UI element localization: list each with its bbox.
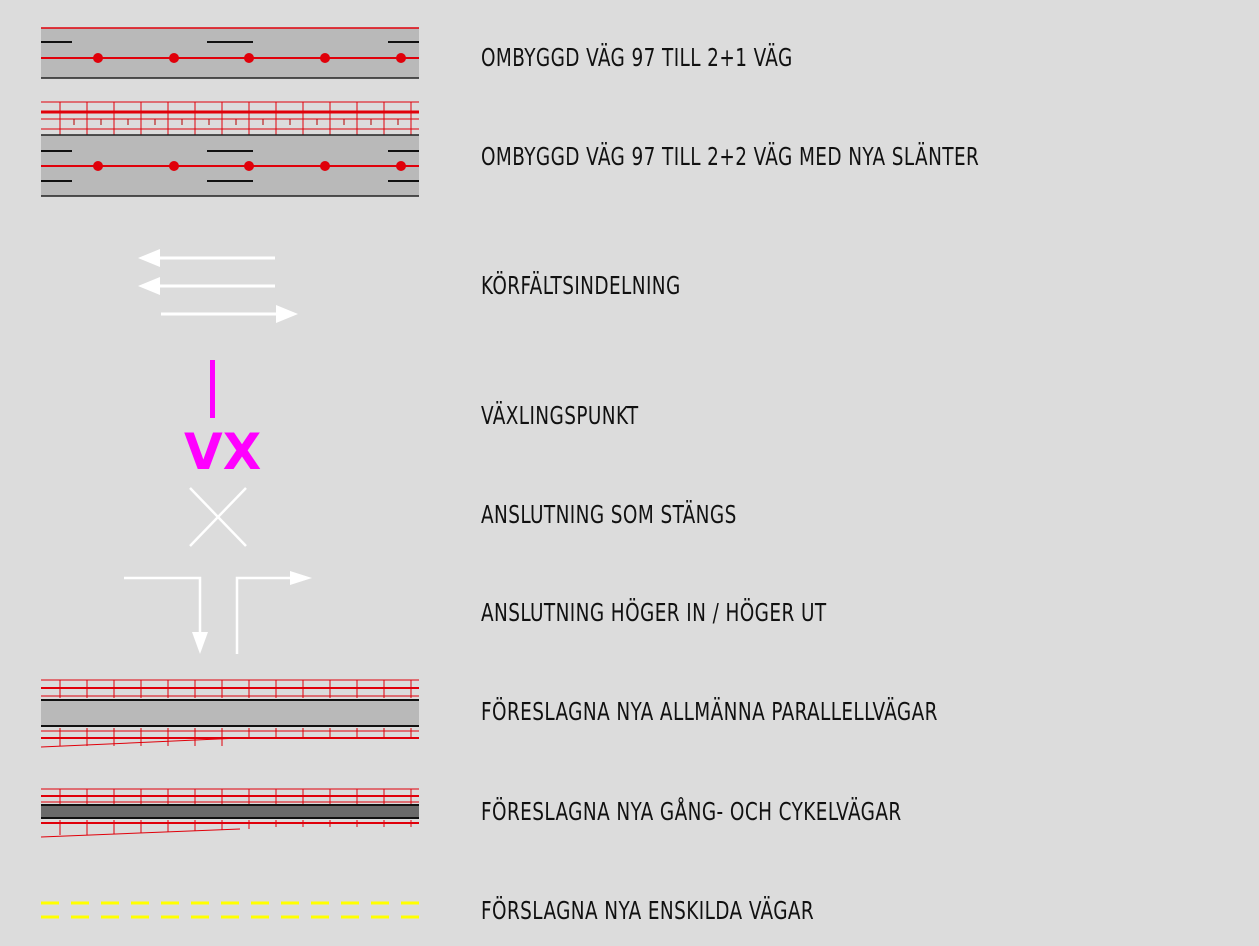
legend-label: VÄXLINGSPUNKT [481,401,639,430]
legend-label: OMBYGGD VÄG 97 TILL 2+1 VÄG [481,43,793,72]
parallel-road-symbol [40,679,419,748]
legend-label: ANSLUTNING SOM STÄNGS [481,500,737,529]
legend-label: FÖRESLAGNA NYA ALLMÄNNA PARALLELLVÄGAR [481,697,938,726]
road-2plus1-symbol [41,27,419,79]
legend-label: FÖRSLAGNA NYA ENSKILDA VÄGAR [481,896,815,925]
private-road-symbol [41,901,419,919]
right-in-right-out-icon [124,571,312,654]
legend-label: ANSLUTNING HÖGER IN / HÖGER UT [481,598,827,627]
lane-arrows-symbol [138,249,298,323]
legend-label: KÖRFÄLTSINDELNING [481,271,681,300]
switch-point-marker [210,360,215,418]
legend-label: FÖRESLAGNA NYA GÅNG- OCH CYKELVÄGAR [481,797,902,826]
road-2plus2-symbol [41,101,419,197]
ped-cycle-path-symbol [40,788,419,838]
closed-connection-x-icon [189,487,247,547]
switch-point-vx-text: VX [184,423,262,481]
legend-label: OMBYGGD VÄG 97 TILL 2+2 VÄG MED NYA SLÄN… [481,142,980,171]
